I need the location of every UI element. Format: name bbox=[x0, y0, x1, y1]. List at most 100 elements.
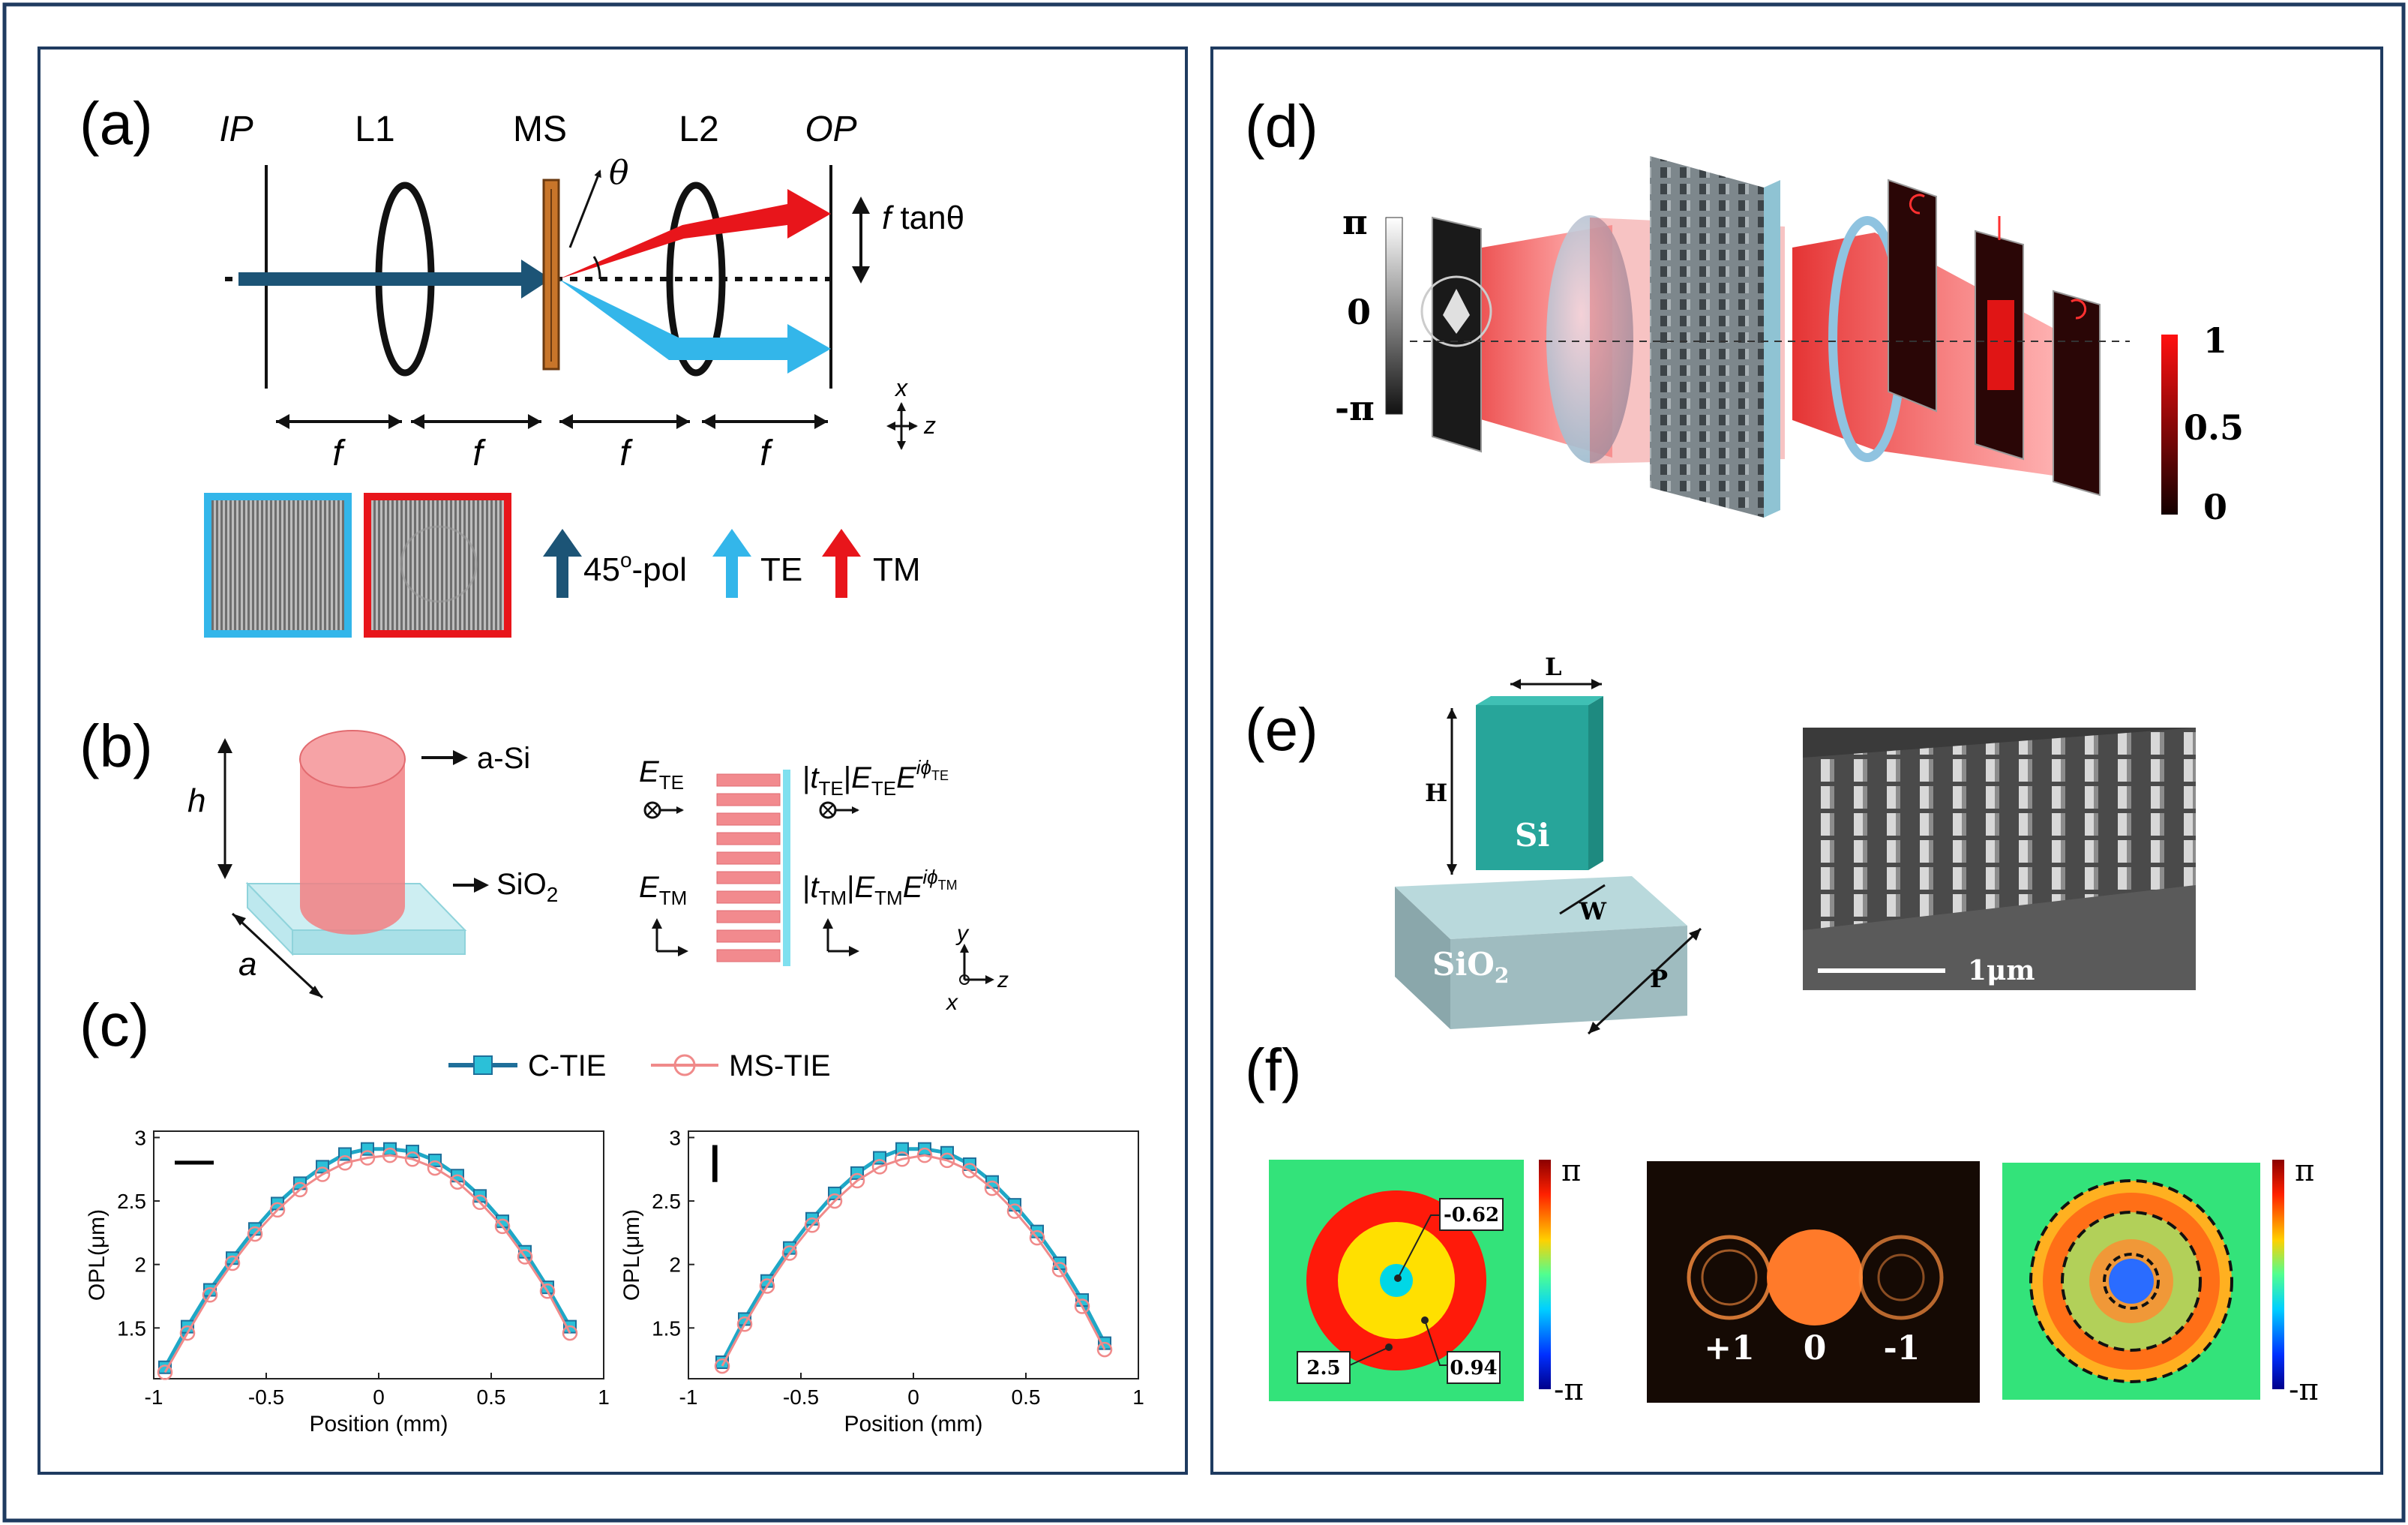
mstie-point bbox=[517, 1249, 533, 1265]
phase-colorbar bbox=[1385, 217, 1403, 415]
dim-w-line bbox=[1559, 884, 1606, 915]
polarization-mark: | bbox=[709, 1139, 721, 1182]
mstie-point bbox=[781, 1245, 798, 1261]
x-tick-label: -1 bbox=[679, 1385, 698, 1409]
mstie-point bbox=[894, 1151, 910, 1167]
legend-mstie-label: MS-TIE bbox=[729, 1049, 831, 1082]
y-tick-label: 2 bbox=[134, 1253, 146, 1277]
annot-box-1 bbox=[1439, 1198, 1504, 1231]
panel-f: (f) -0.62 2.5 0.94 π -π +1 0 -1 bbox=[1245, 1037, 2319, 1407]
mstie-point bbox=[714, 1358, 730, 1374]
amp-label-05: 0.5 bbox=[2184, 407, 2244, 448]
metasurface-array bbox=[1650, 156, 1764, 518]
panel-e: (e) Si SiO2 L H W P 1μm bbox=[1245, 653, 2196, 1035]
y-tick-label: 1.5 bbox=[117, 1316, 146, 1340]
lens-l2 bbox=[666, 182, 726, 377]
plane-label-ms: MS bbox=[513, 110, 567, 149]
left-panel-frame bbox=[37, 47, 1188, 1475]
mstie-point bbox=[472, 1194, 488, 1211]
axis-b-heads bbox=[960, 944, 994, 984]
x-axis-label: Position (mm) bbox=[844, 1412, 982, 1436]
e-sio2-label: SiO2 bbox=[1432, 946, 1509, 988]
order-minus1-spot bbox=[1858, 1235, 1944, 1320]
order-minus1-ring bbox=[1877, 1253, 1925, 1301]
mstie-point bbox=[179, 1325, 196, 1341]
axis-z-label: z bbox=[923, 412, 936, 439]
axis-arrowheads bbox=[886, 402, 918, 450]
axis-z-label-b: z bbox=[997, 968, 1009, 992]
phase-label-minus-pi: -π bbox=[1335, 388, 1375, 428]
shift-label: f tanθ bbox=[882, 200, 964, 236]
input-beam-arrow bbox=[238, 260, 551, 299]
asi-pillar-body bbox=[300, 759, 405, 935]
mstie-point bbox=[314, 1166, 331, 1182]
order-0-label: 0 bbox=[1804, 1329, 1827, 1367]
width-label: a bbox=[238, 946, 256, 983]
sio2-substrate-front bbox=[292, 929, 466, 955]
focal-label-4: f bbox=[760, 434, 773, 473]
asi-pointer-head bbox=[453, 750, 468, 765]
series-line-mstie bbox=[163, 1154, 571, 1373]
legend-te-label: TE bbox=[760, 551, 802, 588]
output-image-lcp bbox=[2053, 290, 2101, 497]
mstie-point bbox=[804, 1217, 820, 1233]
legend-pol-arrow bbox=[543, 529, 582, 598]
mstie-point bbox=[337, 1155, 353, 1171]
e-pillar-front bbox=[1476, 705, 1588, 870]
measured-dash-outer bbox=[2029, 1179, 2233, 1383]
e-te-label: ETE bbox=[639, 755, 684, 794]
height-arrowheads bbox=[217, 738, 232, 879]
ctie-point bbox=[158, 1360, 172, 1374]
y-tick-label: 2 bbox=[669, 1253, 681, 1277]
y-tick-label: 2.5 bbox=[652, 1190, 681, 1213]
mstie-point bbox=[759, 1278, 775, 1294]
panel-a-label: (a) bbox=[79, 90, 153, 157]
f-colorbar-1 bbox=[1539, 1160, 1551, 1389]
x-tick-label: 0 bbox=[907, 1385, 919, 1409]
mstie-point bbox=[1051, 1262, 1068, 1277]
y-tick-label: 1.5 bbox=[652, 1316, 681, 1340]
te-hologram-image bbox=[204, 493, 352, 638]
axis-y-label-b: y bbox=[955, 921, 970, 946]
f-cbar2-minus-pi: -π bbox=[2289, 1373, 2319, 1407]
e-pillar-top bbox=[1476, 696, 1603, 705]
panel-c-label: (c) bbox=[79, 992, 149, 1058]
ctie-point bbox=[895, 1142, 909, 1156]
metasurface-edge bbox=[1764, 180, 1780, 518]
legend-pol-label: 45o-pol bbox=[583, 548, 687, 588]
dim-l-heads bbox=[1510, 679, 1602, 689]
plane-label-l2: L2 bbox=[679, 110, 718, 149]
annot-value-1: -0.62 bbox=[1444, 1204, 1499, 1226]
mstie-point bbox=[961, 1163, 978, 1178]
annot-leader-1 bbox=[1397, 1214, 1440, 1279]
phase-label-pi: π bbox=[1342, 202, 1368, 242]
height-label: h bbox=[187, 782, 205, 819]
legend-ctie-marker bbox=[473, 1055, 493, 1075]
mstie-point bbox=[562, 1325, 578, 1341]
e-si-label: Si bbox=[1515, 817, 1549, 854]
order-0-spot bbox=[1767, 1229, 1863, 1325]
mstie-point bbox=[494, 1218, 511, 1235]
measured-center bbox=[2109, 1259, 2154, 1304]
t-te-expression: |tTE|ETEEiϕTE bbox=[802, 756, 949, 800]
mstie-point bbox=[449, 1174, 466, 1190]
y-tick-label: 3 bbox=[134, 1126, 146, 1149]
mstie-point bbox=[157, 1364, 173, 1380]
y-tick-label: 3 bbox=[669, 1126, 681, 1149]
annot-box-3 bbox=[1447, 1351, 1501, 1384]
sio2-label: SiO2 bbox=[496, 868, 558, 906]
sem-substrate bbox=[1803, 885, 2196, 990]
axis-x-label-b: x bbox=[945, 990, 958, 1015]
mstie-point bbox=[359, 1150, 376, 1166]
order-plus1-label: +1 bbox=[1704, 1329, 1754, 1367]
panel-e-label: (e) bbox=[1245, 696, 1318, 763]
annot-box-2 bbox=[1297, 1351, 1351, 1384]
mstie-point bbox=[736, 1316, 753, 1332]
mstie-point bbox=[984, 1180, 1000, 1196]
tm-hologram-fringe bbox=[400, 525, 478, 603]
f-cbar1-pi: π bbox=[1561, 1154, 1581, 1188]
mstie-point bbox=[247, 1226, 263, 1242]
f-colorbar-2 bbox=[2272, 1160, 2284, 1389]
